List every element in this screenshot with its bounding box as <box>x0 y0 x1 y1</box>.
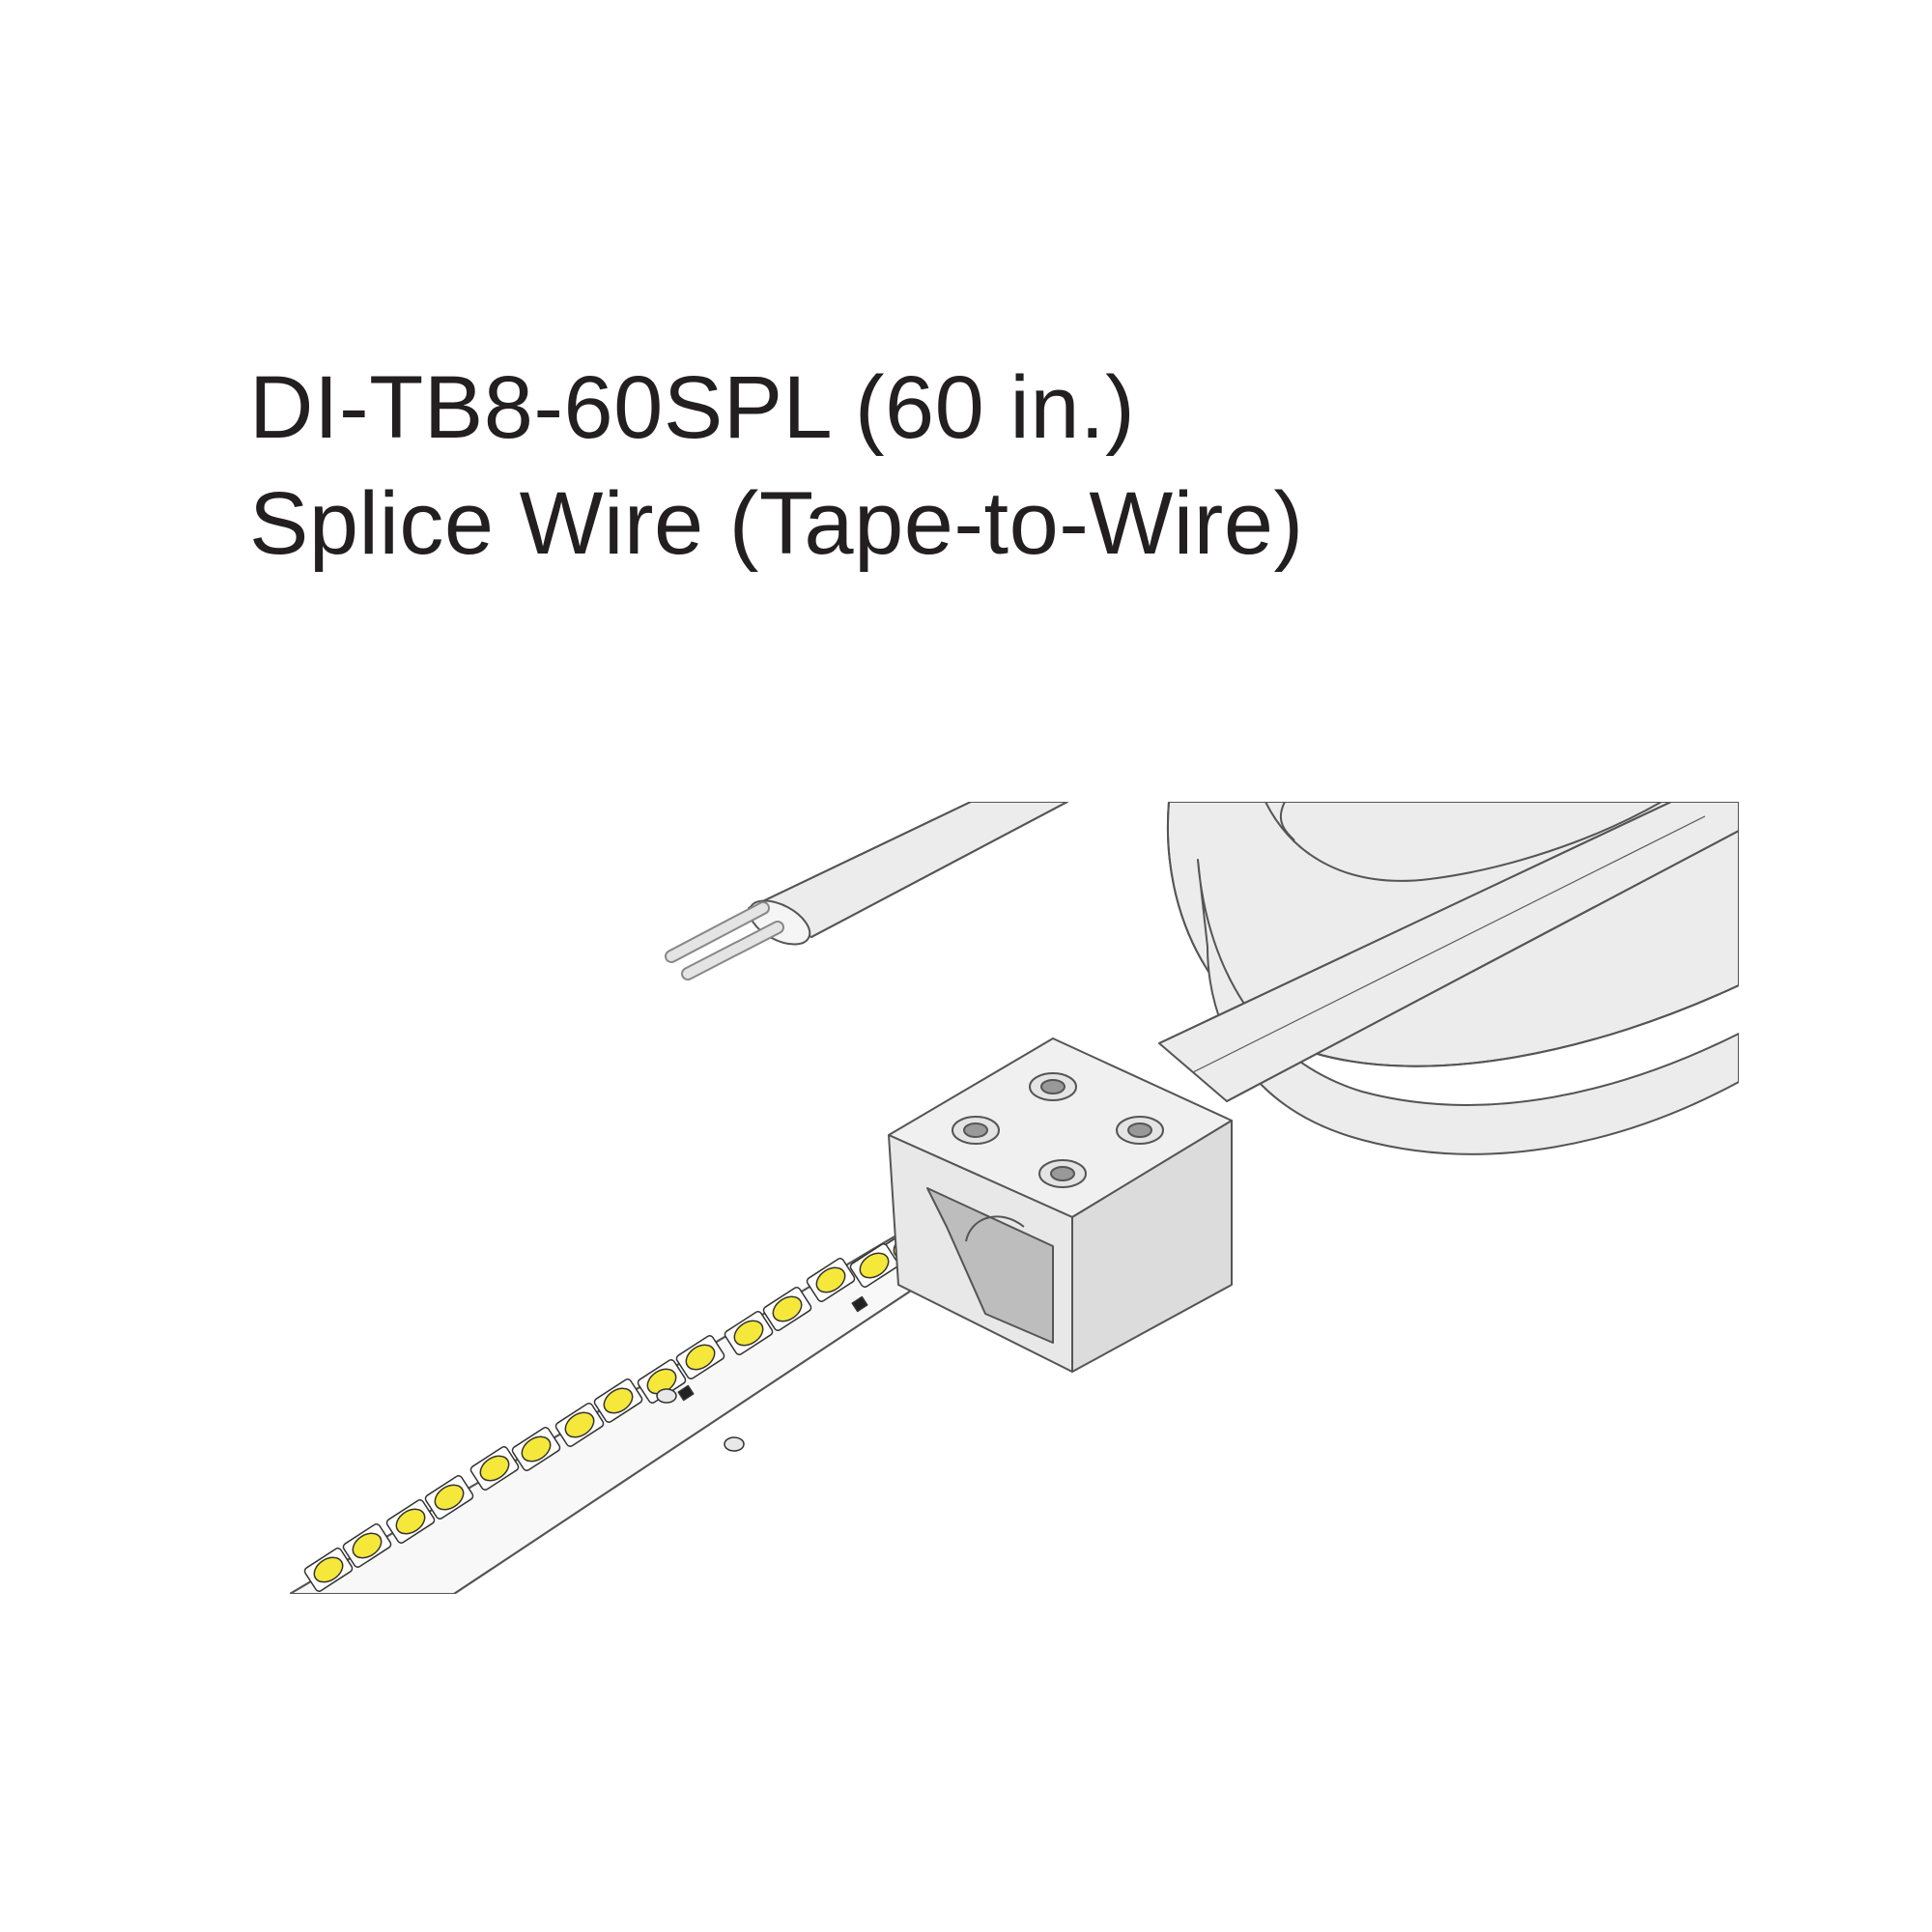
led-chip-row <box>303 1224 933 1592</box>
splice-wire-illustration <box>290 802 1739 1594</box>
screw-holes <box>952 1072 1164 1188</box>
loose-wire-end <box>665 802 1068 980</box>
flat-wire-lead <box>1158 802 1739 1102</box>
product-title-block: DI-TB8-60SPL (60 in.) Splice Wire (Tape-… <box>249 350 1304 582</box>
product-model-title: DI-TB8-60SPL (60 in.) <box>249 358 1136 457</box>
led-tape-strip <box>290 1216 986 1594</box>
product-name-subtitle: Splice Wire (Tape-to-Wire) <box>249 474 1304 573</box>
splice-connector-block <box>888 1037 1233 1373</box>
